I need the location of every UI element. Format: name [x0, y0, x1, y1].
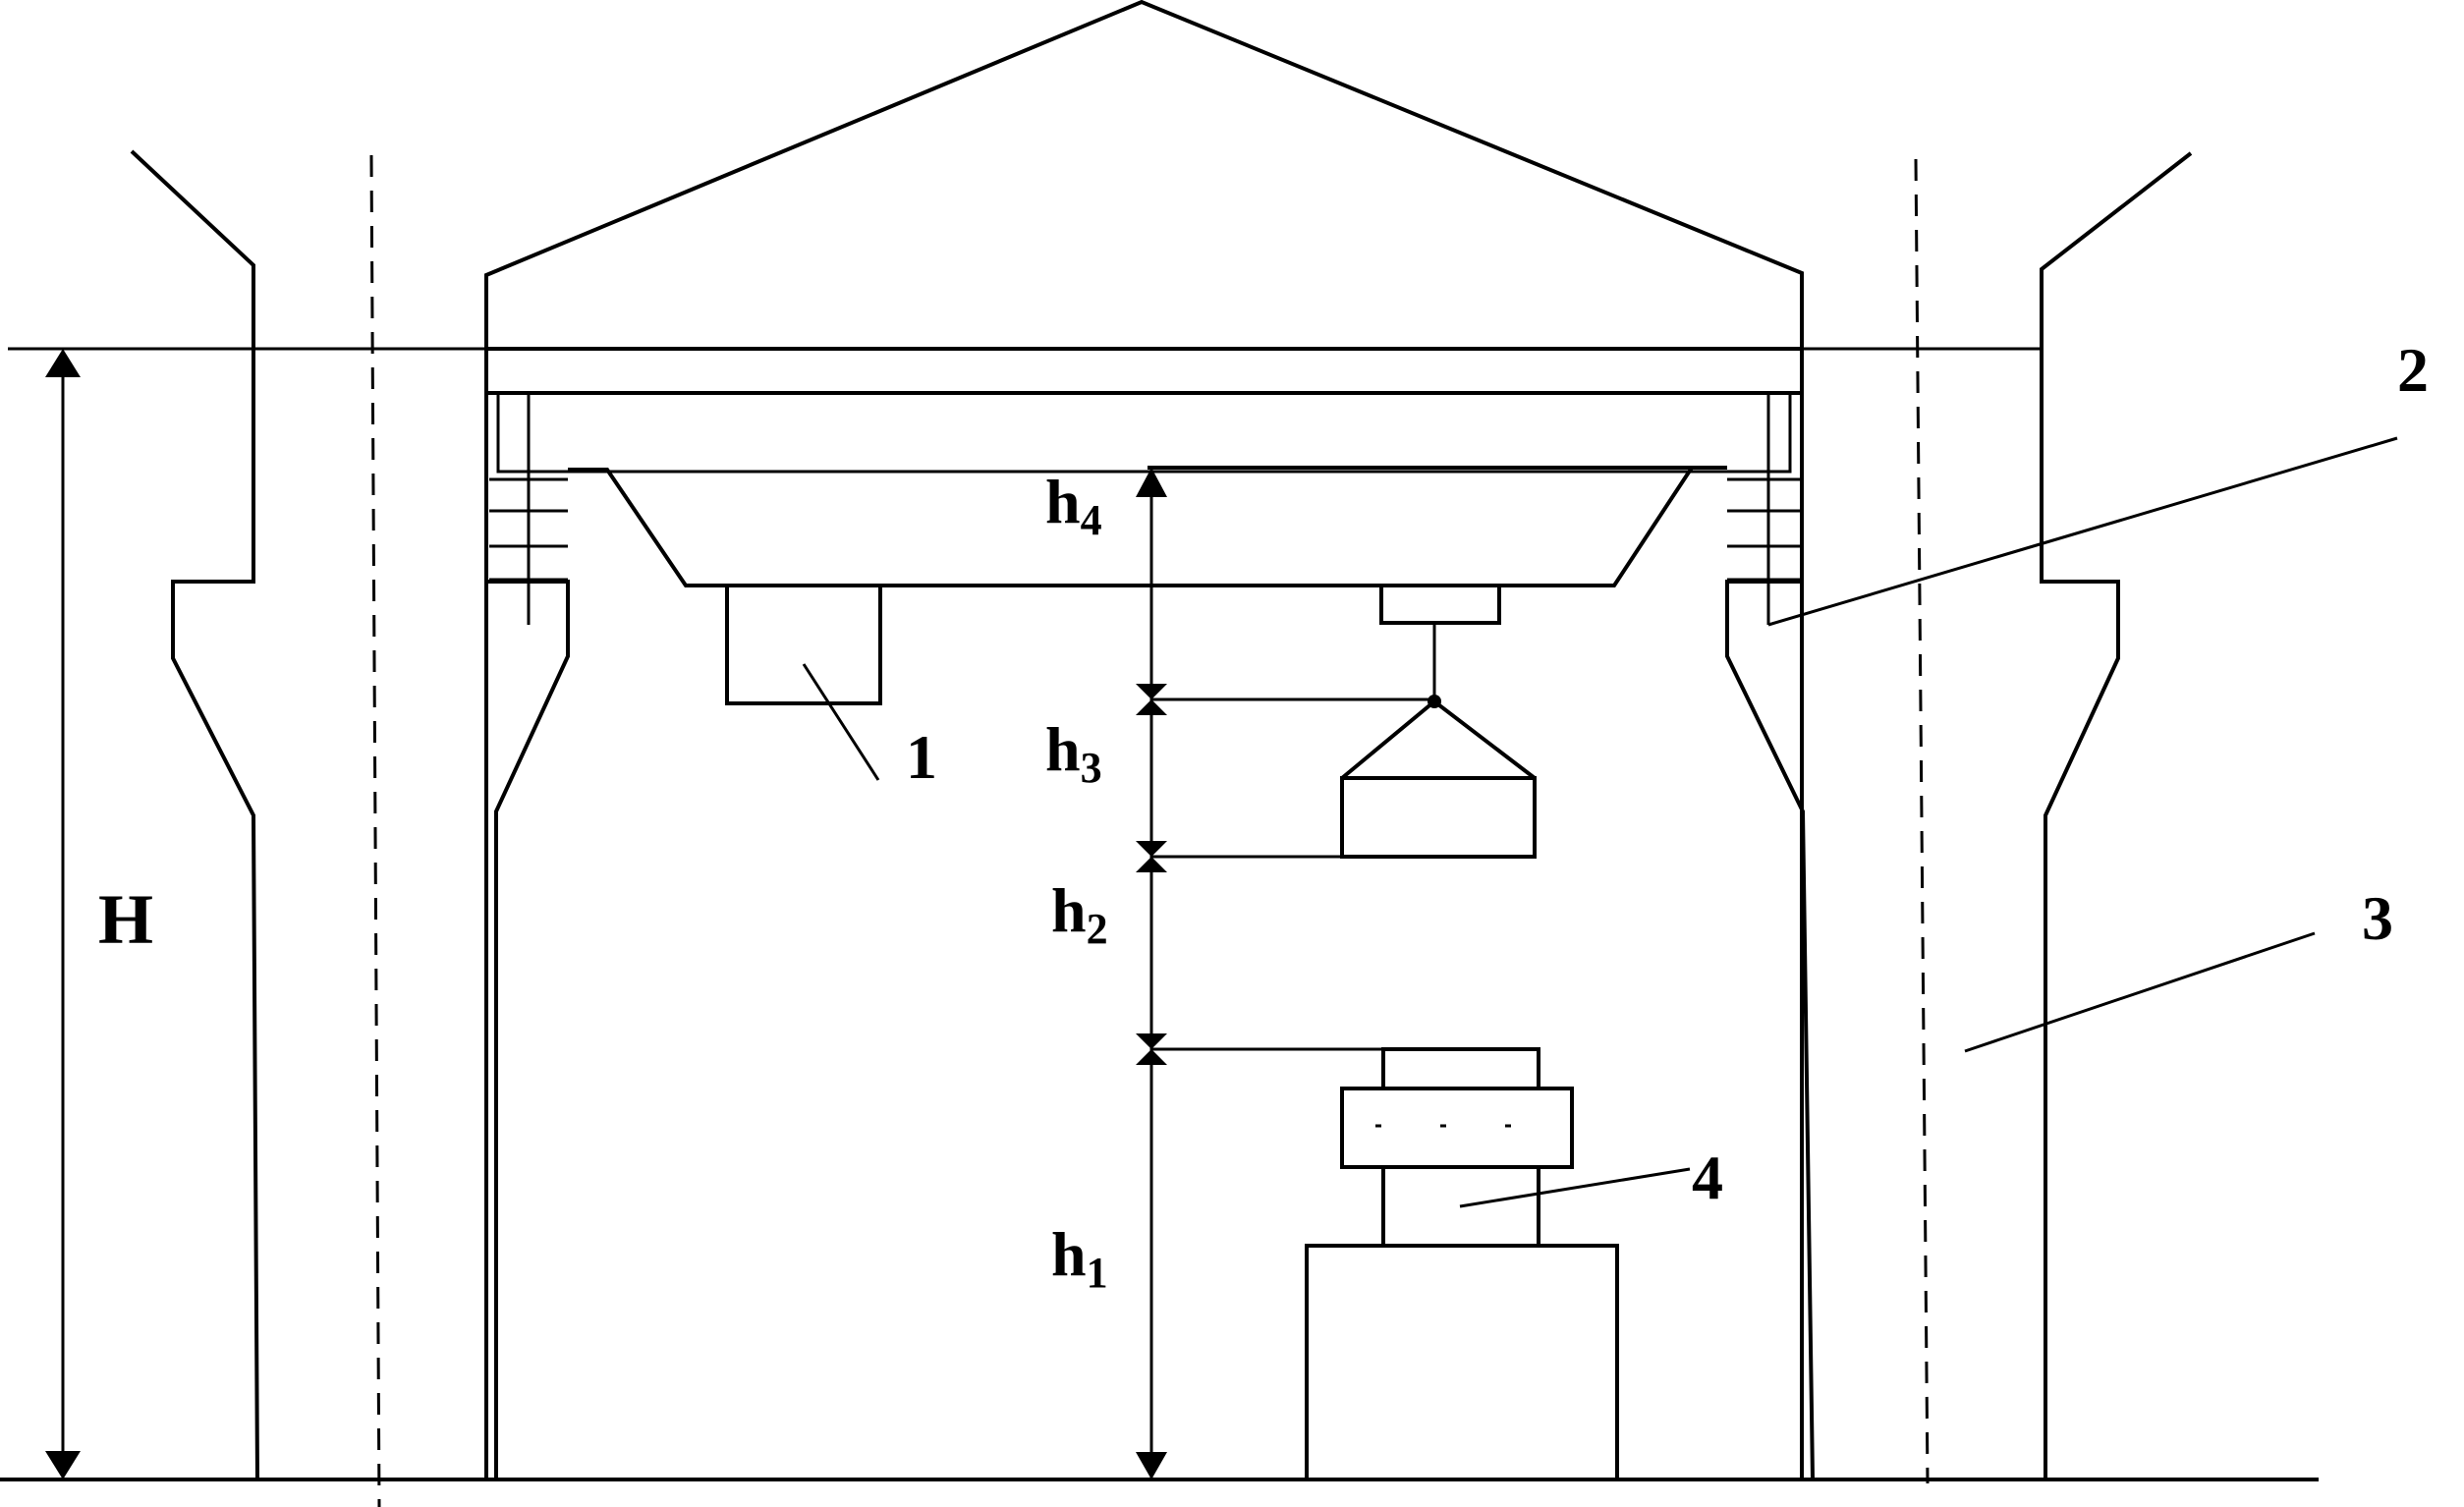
machine-base: [1305, 1244, 1619, 1481]
roof-outline: [484, 0, 1804, 1479]
callout-3-leader: [1964, 931, 2316, 1053]
label-h3: h3: [1045, 714, 1102, 792]
callout-4-label: 4: [1692, 1143, 1723, 1212]
callout-4-leader: [1459, 1167, 1691, 1208]
roof-beam: [484, 347, 1804, 395]
H-arrow-top: [45, 349, 81, 377]
label-h2: h2: [1051, 875, 1108, 953]
callout-3-label: 3: [2362, 883, 2393, 953]
right-outer-column: [2040, 151, 2193, 1479]
left-axis-line: [369, 154, 381, 1507]
machine-top: [1381, 1047, 1540, 1090]
label-h1: h1: [1051, 1219, 1108, 1297]
left-outer-column: [130, 149, 259, 1480]
right-axis-line: [1914, 158, 1930, 1484]
callout-1-leader: [802, 663, 880, 781]
callout-2-leader: [1767, 436, 2398, 627]
H-arrow-bottom: [45, 1451, 81, 1479]
label-H: H: [98, 880, 153, 959]
right-inner-column: [1725, 580, 1815, 1480]
roof-beam-lower: [496, 391, 1792, 474]
left-inner-column: [486, 580, 570, 1479]
h4-arrow-top: [1136, 468, 1167, 497]
label-h4: h4: [1045, 467, 1102, 544]
callout-2-label: 2: [2397, 335, 2429, 405]
load-slings: [1340, 698, 1537, 780]
hook-block: [1379, 584, 1501, 625]
machine-table: [1340, 1087, 1574, 1169]
hanging-load: [1340, 776, 1537, 859]
crane-cab: [725, 586, 882, 705]
callout-1-label: 1: [906, 722, 937, 792]
h1-arrow-bottom: [1136, 1452, 1167, 1479]
